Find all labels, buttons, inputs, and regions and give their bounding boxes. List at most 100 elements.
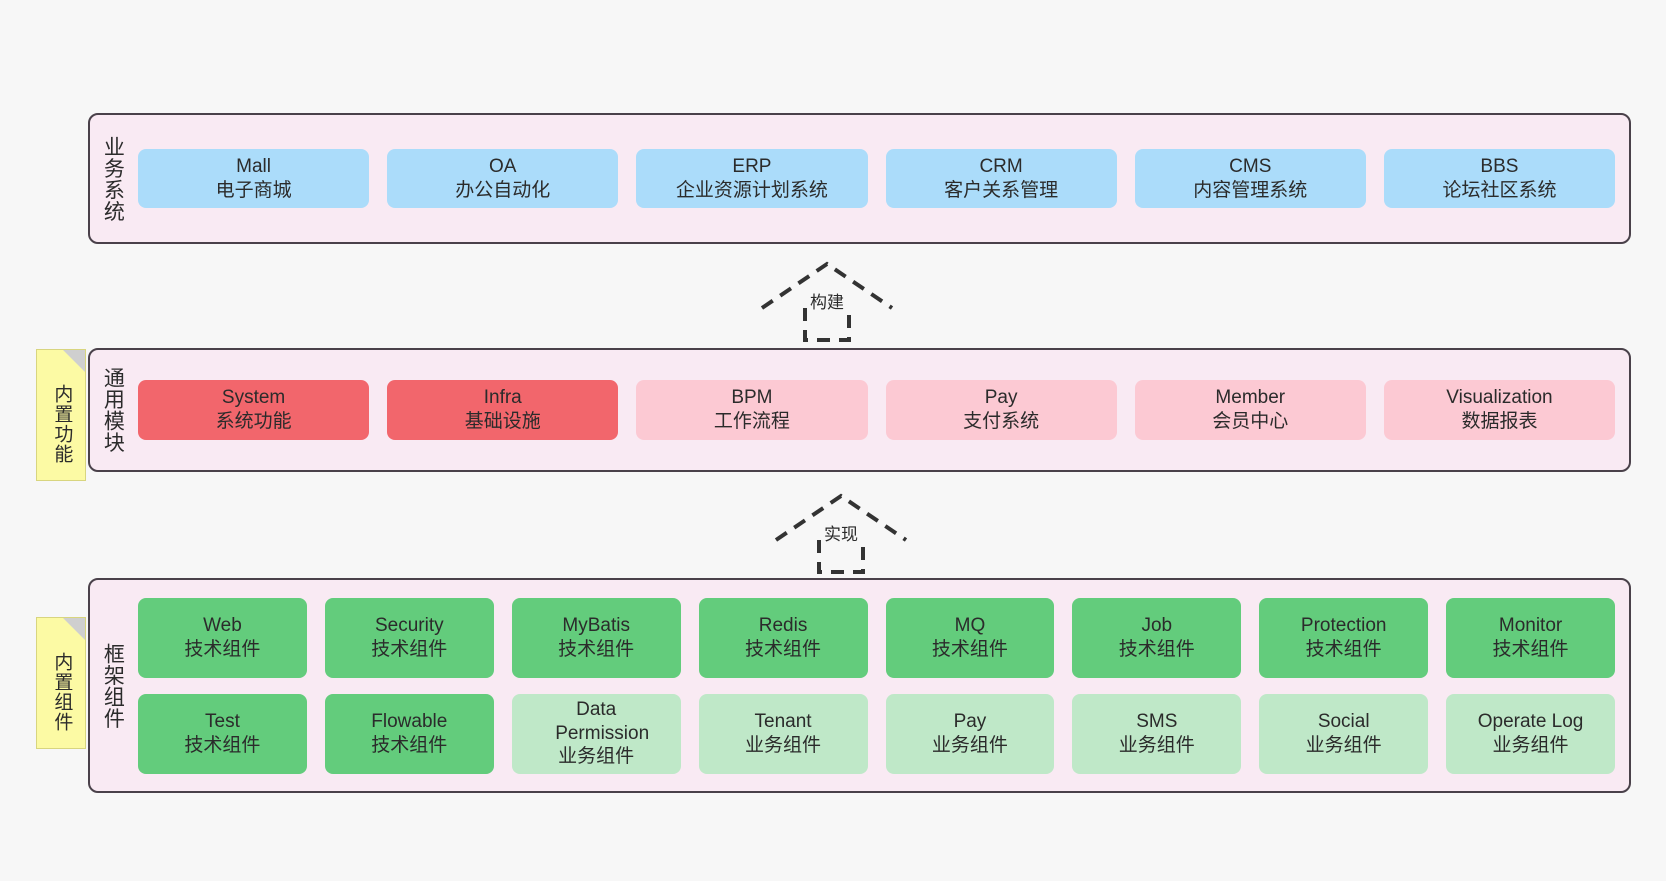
module-box-subtitle: 业务组件 (558, 746, 635, 768)
sticky-note-label: 内置组件 (51, 652, 73, 732)
module-box-tenant[interactable]: Tenant 业务组件 (698, 693, 868, 774)
module-box-test[interactable]: Test 技术组件 (138, 693, 307, 774)
module-box-title: Data Permission (555, 698, 650, 744)
module-box-subtitle: 技术组件 (1492, 638, 1569, 660)
module-box-monitor[interactable]: Monitor 技术组件 (1446, 597, 1615, 678)
module-box-subtitle: 电子商城 (215, 179, 292, 201)
module-box-subtitle: 业务组件 (745, 734, 822, 756)
module-box-title: Monitor (1498, 614, 1563, 636)
layer-business-system[interactable]: 业务系统 Mall 电子商城 OA 办公自动化 ERP 企业资源计划系统 CRM… (88, 113, 1631, 244)
module-box-crm[interactable]: CRM 客户关系管理 (885, 148, 1117, 209)
module-box-cms[interactable]: CMS 内容管理系统 (1134, 148, 1366, 209)
module-box-title: Web (203, 614, 242, 636)
module-box-title: Protection (1300, 614, 1387, 636)
module-box-infra[interactable]: Infra 基础设施 (387, 380, 619, 440)
module-box-system[interactable]: System 系统功能 (138, 380, 370, 440)
module-box-title: Security (374, 614, 444, 636)
module-box-mq[interactable]: MQ 技术组件 (885, 597, 1055, 678)
sticky-fold-icon (63, 618, 85, 640)
layer-body-common-module: System 系统功能 Infra 基础设施 BPM 工作流程 Pay 支付系统… (134, 350, 1629, 470)
module-box-title: MyBatis (562, 614, 630, 636)
arrow-implement: 实现 (766, 488, 916, 574)
module-box-protection[interactable]: Protection 技术组件 (1259, 597, 1429, 678)
module-box-subtitle: 技术组件 (371, 734, 448, 756)
module-box-subtitle: 论坛社区系统 (1442, 179, 1557, 201)
module-box-social[interactable]: Social 业务组件 (1259, 693, 1429, 774)
layer-title-framework-component: 框架组件 (101, 642, 125, 729)
module-box-bbs[interactable]: BBS 论坛社区系统 (1383, 148, 1616, 209)
sticky-note-label: 内置功能 (51, 384, 73, 464)
module-box-title: Job (1141, 614, 1173, 636)
sticky-note-builtin-function[interactable]: 内置功能 (36, 349, 86, 481)
arrow-build: 构建 (752, 256, 902, 342)
module-box-subtitle: 数据报表 (1461, 411, 1538, 432)
module-box-subtitle: 办公自动化 (455, 179, 551, 201)
module-box-subtitle: 技术组件 (1305, 638, 1382, 660)
box-row: Mall 电子商城 OA 办公自动化 ERP 企业资源计划系统 CRM 客户关系… (138, 148, 1616, 209)
module-box-title: Tenant (754, 710, 812, 732)
box-row: Test 技术组件 Flowable 技术组件 Data Permission … (138, 693, 1615, 774)
module-box-subtitle: 客户关系管理 (944, 179, 1059, 201)
module-box-pay-biz[interactable]: Pay 业务组件 (885, 693, 1055, 774)
module-box-mybatis[interactable]: MyBatis 技术组件 (511, 597, 681, 678)
module-box-mall[interactable]: Mall 电子商城 (138, 148, 370, 209)
module-box-title: Infra (483, 387, 522, 409)
module-box-bpm[interactable]: BPM 工作流程 (636, 380, 868, 440)
module-box-subtitle: 会员中心 (1212, 411, 1289, 432)
module-box-subtitle: 支付系统 (963, 411, 1040, 432)
layer-framework-component[interactable]: 框架组件 Web 技术组件 Security 技术组件 MyBatis 技术组件… (88, 578, 1631, 793)
layer-common-module[interactable]: 通用模块 System 系统功能 Infra 基础设施 BPM 工作流程 Pay… (88, 348, 1631, 472)
module-box-title: CRM (979, 155, 1023, 177)
module-box-job[interactable]: Job 技术组件 (1072, 597, 1242, 678)
sticky-note-builtin-component[interactable]: 内置组件 (36, 617, 86, 749)
module-box-title: BPM (731, 387, 773, 409)
module-box-subtitle: 内容管理系统 (1193, 179, 1308, 201)
layer-title-common-module: 通用模块 (101, 367, 125, 453)
module-box-subtitle: 企业资源计划系统 (675, 179, 828, 201)
layer-body-business-system: Mall 电子商城 OA 办公自动化 ERP 企业资源计划系统 CRM 客户关系… (134, 115, 1629, 242)
module-box-title: SMS (1136, 710, 1178, 732)
module-box-subtitle: 技术组件 (745, 638, 822, 660)
arrow-build-icon (760, 261, 894, 342)
module-box-visualization[interactable]: Visualization 数据报表 (1383, 380, 1616, 440)
module-box-security[interactable]: Security 技术组件 (324, 597, 494, 678)
module-box-sms[interactable]: SMS 业务组件 (1072, 693, 1242, 774)
module-box-title: MQ (954, 614, 986, 636)
module-box-subtitle: 业务组件 (1118, 734, 1195, 756)
module-box-subtitle: 技术组件 (371, 638, 448, 660)
module-box-subtitle: 业务组件 (931, 734, 1008, 756)
module-box-pay[interactable]: Pay 支付系统 (885, 380, 1117, 440)
module-box-flowable[interactable]: Flowable 技术组件 (324, 693, 494, 774)
module-box-title: ERP (732, 155, 772, 177)
module-box-title: System (221, 387, 286, 409)
module-box-subtitle: 技术组件 (558, 638, 635, 660)
module-box-subtitle: 业务组件 (1492, 734, 1569, 756)
layer-title-business-system: 业务系统 (101, 135, 125, 222)
module-box-title: Social (1317, 710, 1370, 732)
module-box-subtitle: 工作流程 (713, 411, 790, 432)
arrow-implement-label: 实现 (824, 525, 858, 544)
module-box-subtitle: 技术组件 (184, 734, 261, 756)
layer-body-framework-component: Web 技术组件 Security 技术组件 MyBatis 技术组件 Redi… (134, 580, 1629, 791)
module-box-title: Visualization (1446, 387, 1553, 409)
module-box-oa[interactable]: OA 办公自动化 (387, 148, 619, 209)
module-box-operate-log[interactable]: Operate Log 业务组件 (1446, 693, 1615, 774)
arrow-build-label: 构建 (810, 293, 844, 312)
module-box-subtitle: 技术组件 (1118, 638, 1195, 660)
module-box-data-permission[interactable]: Data Permission 业务组件 (511, 693, 681, 774)
module-box-erp[interactable]: ERP 企业资源计划系统 (636, 148, 868, 209)
module-box-subtitle: 系统功能 (215, 411, 292, 432)
arrow-implement-icon (774, 493, 908, 574)
module-box-title: OA (489, 155, 517, 177)
module-box-title: Redis (758, 614, 808, 636)
module-box-title: Operate Log (1477, 710, 1584, 732)
module-box-member[interactable]: Member 会员中心 (1134, 380, 1366, 440)
module-box-title: Flowable (371, 710, 448, 732)
module-box-redis[interactable]: Redis 技术组件 (698, 597, 868, 678)
module-box-title: Member (1215, 387, 1286, 409)
module-box-title: Pay (984, 387, 1018, 409)
module-box-title: CMS (1229, 155, 1272, 177)
module-box-web[interactable]: Web 技术组件 (138, 597, 307, 678)
sticky-fold-icon (63, 350, 85, 372)
